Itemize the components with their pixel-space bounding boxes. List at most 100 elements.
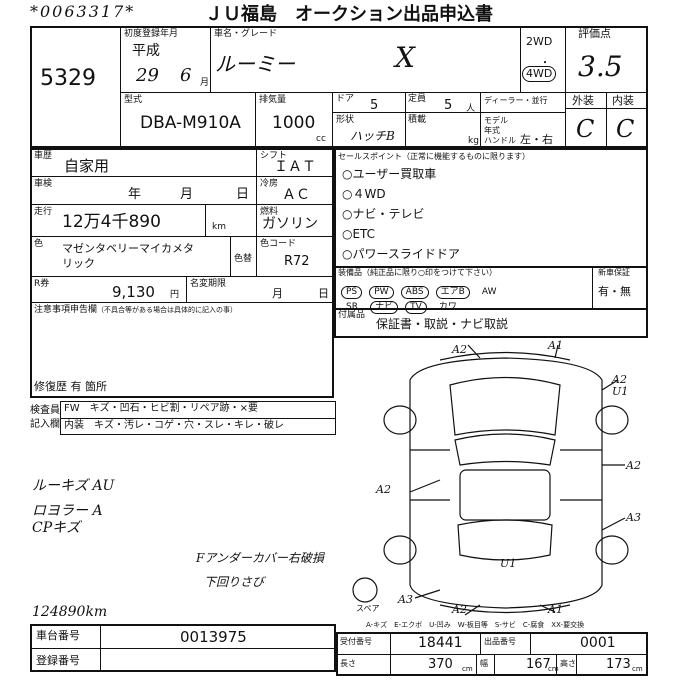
sequence-label: 出品番号 bbox=[484, 637, 516, 646]
grade-interior-label: 内装 bbox=[612, 94, 634, 107]
sequence-number: 0001 bbox=[580, 635, 616, 651]
damage-a2-u1: A2 U1 bbox=[612, 373, 629, 398]
height-unit: cm bbox=[632, 665, 643, 673]
grade-exterior: C bbox=[576, 115, 595, 143]
mileage-label: 走行 bbox=[34, 207, 53, 217]
vehicle-grade: X bbox=[395, 41, 415, 74]
registration-number-label: 登録番号 bbox=[36, 654, 80, 667]
damage-a2-top: A2 bbox=[452, 343, 467, 356]
registration-year: 29 bbox=[136, 65, 159, 86]
length-value: 370 bbox=[428, 657, 453, 672]
handle-value: 左・右 bbox=[520, 133, 553, 146]
displacement-unit: cc bbox=[316, 134, 326, 144]
color-label: 色 bbox=[34, 239, 44, 249]
vehicle-name: ルーミー bbox=[215, 52, 295, 76]
wheel-front-right bbox=[595, 405, 629, 435]
damage-a1-top: A1 bbox=[548, 339, 563, 352]
color-line2: リック bbox=[62, 257, 95, 270]
color-code-value: R72 bbox=[284, 254, 310, 269]
equip-tv: TV bbox=[405, 301, 427, 314]
shape-value: ハッチB bbox=[350, 129, 395, 143]
width-unit: cm bbox=[548, 665, 559, 673]
handwritten-note-5: 下回りさび bbox=[204, 575, 265, 589]
chassis-number: 0013975 bbox=[180, 628, 247, 646]
equip-navi: ナビ bbox=[370, 301, 399, 314]
car-hood bbox=[449, 376, 561, 436]
inspector-label-2: 記入欄 bbox=[30, 419, 60, 430]
equipment-label: 装備品（純正品に限り○印をつけて下さい） bbox=[338, 268, 497, 277]
spare-label: スペア bbox=[356, 604, 380, 613]
registration-label: 初度登録年月 bbox=[124, 29, 179, 39]
recycle-unit: 円 bbox=[170, 290, 180, 300]
color-change-label: 色替 bbox=[234, 254, 253, 264]
width-label: 幅 bbox=[480, 659, 488, 668]
fuel-label: 燃料 bbox=[260, 207, 279, 217]
sales-point-1: ○４WD bbox=[342, 187, 386, 201]
width-value: 167 bbox=[526, 657, 551, 672]
recycle-label: R券 bbox=[34, 279, 50, 289]
grade-exterior-label: 外装 bbox=[572, 94, 594, 107]
doors-label: ドア bbox=[336, 94, 355, 104]
details-block bbox=[30, 148, 334, 398]
accessories-label: 付属品 bbox=[338, 310, 366, 320]
equip-airbag: エアB bbox=[435, 286, 470, 299]
inspection-row2: 内装 キズ・汚レ・コゲ・穴・スレ・キレ・破レ bbox=[64, 420, 284, 431]
shift-label: シフト bbox=[260, 151, 288, 161]
top-block bbox=[30, 26, 648, 148]
handwritten-note-4: Fアンダーカバー右破損 bbox=[196, 551, 324, 565]
equip-ps: PS bbox=[341, 286, 363, 299]
damage-a3-right: A3 bbox=[626, 511, 641, 524]
sales-point-4: ○パワースライドドア bbox=[342, 247, 460, 261]
rear-bumper bbox=[439, 604, 571, 614]
handwritten-note-2: ロヨラー A bbox=[32, 503, 103, 519]
shaken-label: 車検 bbox=[34, 179, 53, 189]
equip-pw: PW bbox=[369, 286, 394, 299]
grade-label: 評価点 bbox=[578, 27, 611, 40]
damage-legend: A-キズ E-エクボ U-凹み W-板目等 S-サビ C-腐食 XX-要交換 bbox=[366, 621, 585, 629]
sales-points-label: セールスポイント（正常に機能するものに限ります） bbox=[338, 152, 530, 161]
new-car-warranty-label: 新車保証 bbox=[598, 268, 630, 277]
wheel-rear-left bbox=[383, 535, 417, 565]
car-roof bbox=[459, 469, 551, 521]
color-line1: マゼンタベリーマイカメタ bbox=[62, 242, 194, 255]
form-title: ＪＵ福島 オークション出品申込書 bbox=[205, 4, 493, 25]
shift-value: ＩＡＴ bbox=[274, 159, 316, 175]
chassis-label: 車台番号 bbox=[36, 629, 80, 642]
equipment-row2: SR ナビ TV カワ bbox=[340, 294, 463, 314]
load-label: 積載 bbox=[408, 115, 427, 125]
odometer-note: 124890km bbox=[32, 604, 108, 620]
equipment-row1: PS PW ABS エアB AW bbox=[340, 279, 503, 299]
displacement-label: 排気量 bbox=[259, 95, 287, 105]
accessories-block bbox=[334, 308, 648, 338]
displacement-value: 1000 bbox=[272, 113, 316, 133]
wheel-front-left bbox=[383, 405, 417, 435]
registration-month-unit: 月 bbox=[200, 78, 210, 88]
registration-month: 6 bbox=[180, 65, 192, 86]
name-change-day: 日 bbox=[318, 287, 329, 300]
sales-point-3: ○ETC bbox=[342, 227, 376, 241]
damage-a1-bottom: A1 bbox=[548, 603, 563, 616]
height-value: 173 bbox=[606, 657, 631, 672]
recycle-value: 9,130 bbox=[112, 283, 155, 301]
grade-score: 3.5 bbox=[578, 50, 623, 83]
model-year-label: モデル年式 bbox=[484, 116, 508, 135]
grade-interior: C bbox=[616, 115, 635, 143]
handwritten-note-1: ルーキズ AU bbox=[32, 478, 115, 494]
capacity-unit: 人 bbox=[466, 104, 476, 114]
equip-aw: AW bbox=[481, 287, 497, 297]
sales-point-2: ○ナビ・テレビ bbox=[342, 207, 425, 221]
ac-value: ＡＣ bbox=[282, 187, 310, 203]
drive-2wd: 2WD bbox=[526, 35, 553, 48]
damage-a2-left: A2 bbox=[376, 483, 391, 496]
lot-number: 5329 bbox=[40, 66, 96, 91]
drive-dot: ・ bbox=[540, 58, 550, 69]
damage-u1: U1 bbox=[500, 557, 517, 570]
model-code: DBA-M910A bbox=[140, 113, 241, 133]
damage-a3-bottom: A3 bbox=[398, 593, 413, 606]
wheel-rear-right bbox=[595, 535, 629, 565]
color-code-label: 色コード bbox=[260, 239, 297, 249]
car-body-outline bbox=[409, 357, 603, 609]
damage-a2-bottom: A2 bbox=[452, 603, 467, 616]
dealer-label: ディーラー・並行 bbox=[484, 96, 548, 105]
category-value: 自家用 bbox=[64, 157, 110, 175]
